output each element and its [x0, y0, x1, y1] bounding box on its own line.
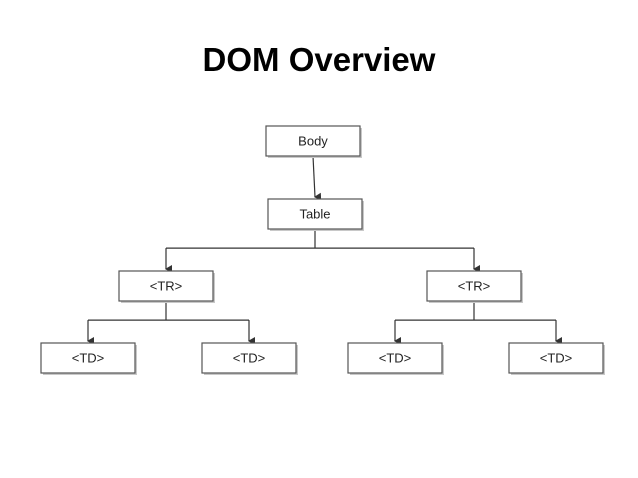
- node-label: Body: [298, 134, 328, 149]
- node-box: [118, 270, 214, 302]
- edge-group-tr-right: [394, 301, 562, 345]
- node-tr-right: <TR>: [426, 270, 523, 303]
- node-td-2: <TD>: [201, 342, 298, 375]
- node-label: <TD>: [72, 351, 105, 366]
- node-tr-left: <TR>: [118, 270, 215, 303]
- node-label: <TD>: [233, 351, 266, 366]
- edges-layer: [87, 155, 562, 345]
- node-label: <TR>: [458, 279, 491, 294]
- node-box: [201, 342, 297, 374]
- node-box: [265, 125, 361, 157]
- node-table: Table: [267, 198, 364, 231]
- edge-group-tr-left: [87, 301, 255, 345]
- node-label: Table: [299, 207, 330, 222]
- node-label: <TD>: [379, 351, 412, 366]
- edge-group-body: [312, 155, 322, 201]
- node-td-1: <TD>: [40, 342, 137, 375]
- node-box: [508, 342, 604, 374]
- page-title: DOM Overview: [202, 41, 436, 78]
- node-box: [40, 342, 136, 374]
- node-box: [347, 342, 443, 374]
- edge-group-table: [165, 229, 480, 273]
- node-body: Body: [265, 125, 362, 158]
- node-td-4: <TD>: [508, 342, 605, 375]
- node-box: [267, 198, 363, 230]
- edge-body-to-table: [312, 155, 322, 201]
- node-label: <TR>: [150, 279, 183, 294]
- node-label: <TD>: [540, 351, 573, 366]
- node-box: [426, 270, 522, 302]
- node-td-3: <TD>: [347, 342, 444, 375]
